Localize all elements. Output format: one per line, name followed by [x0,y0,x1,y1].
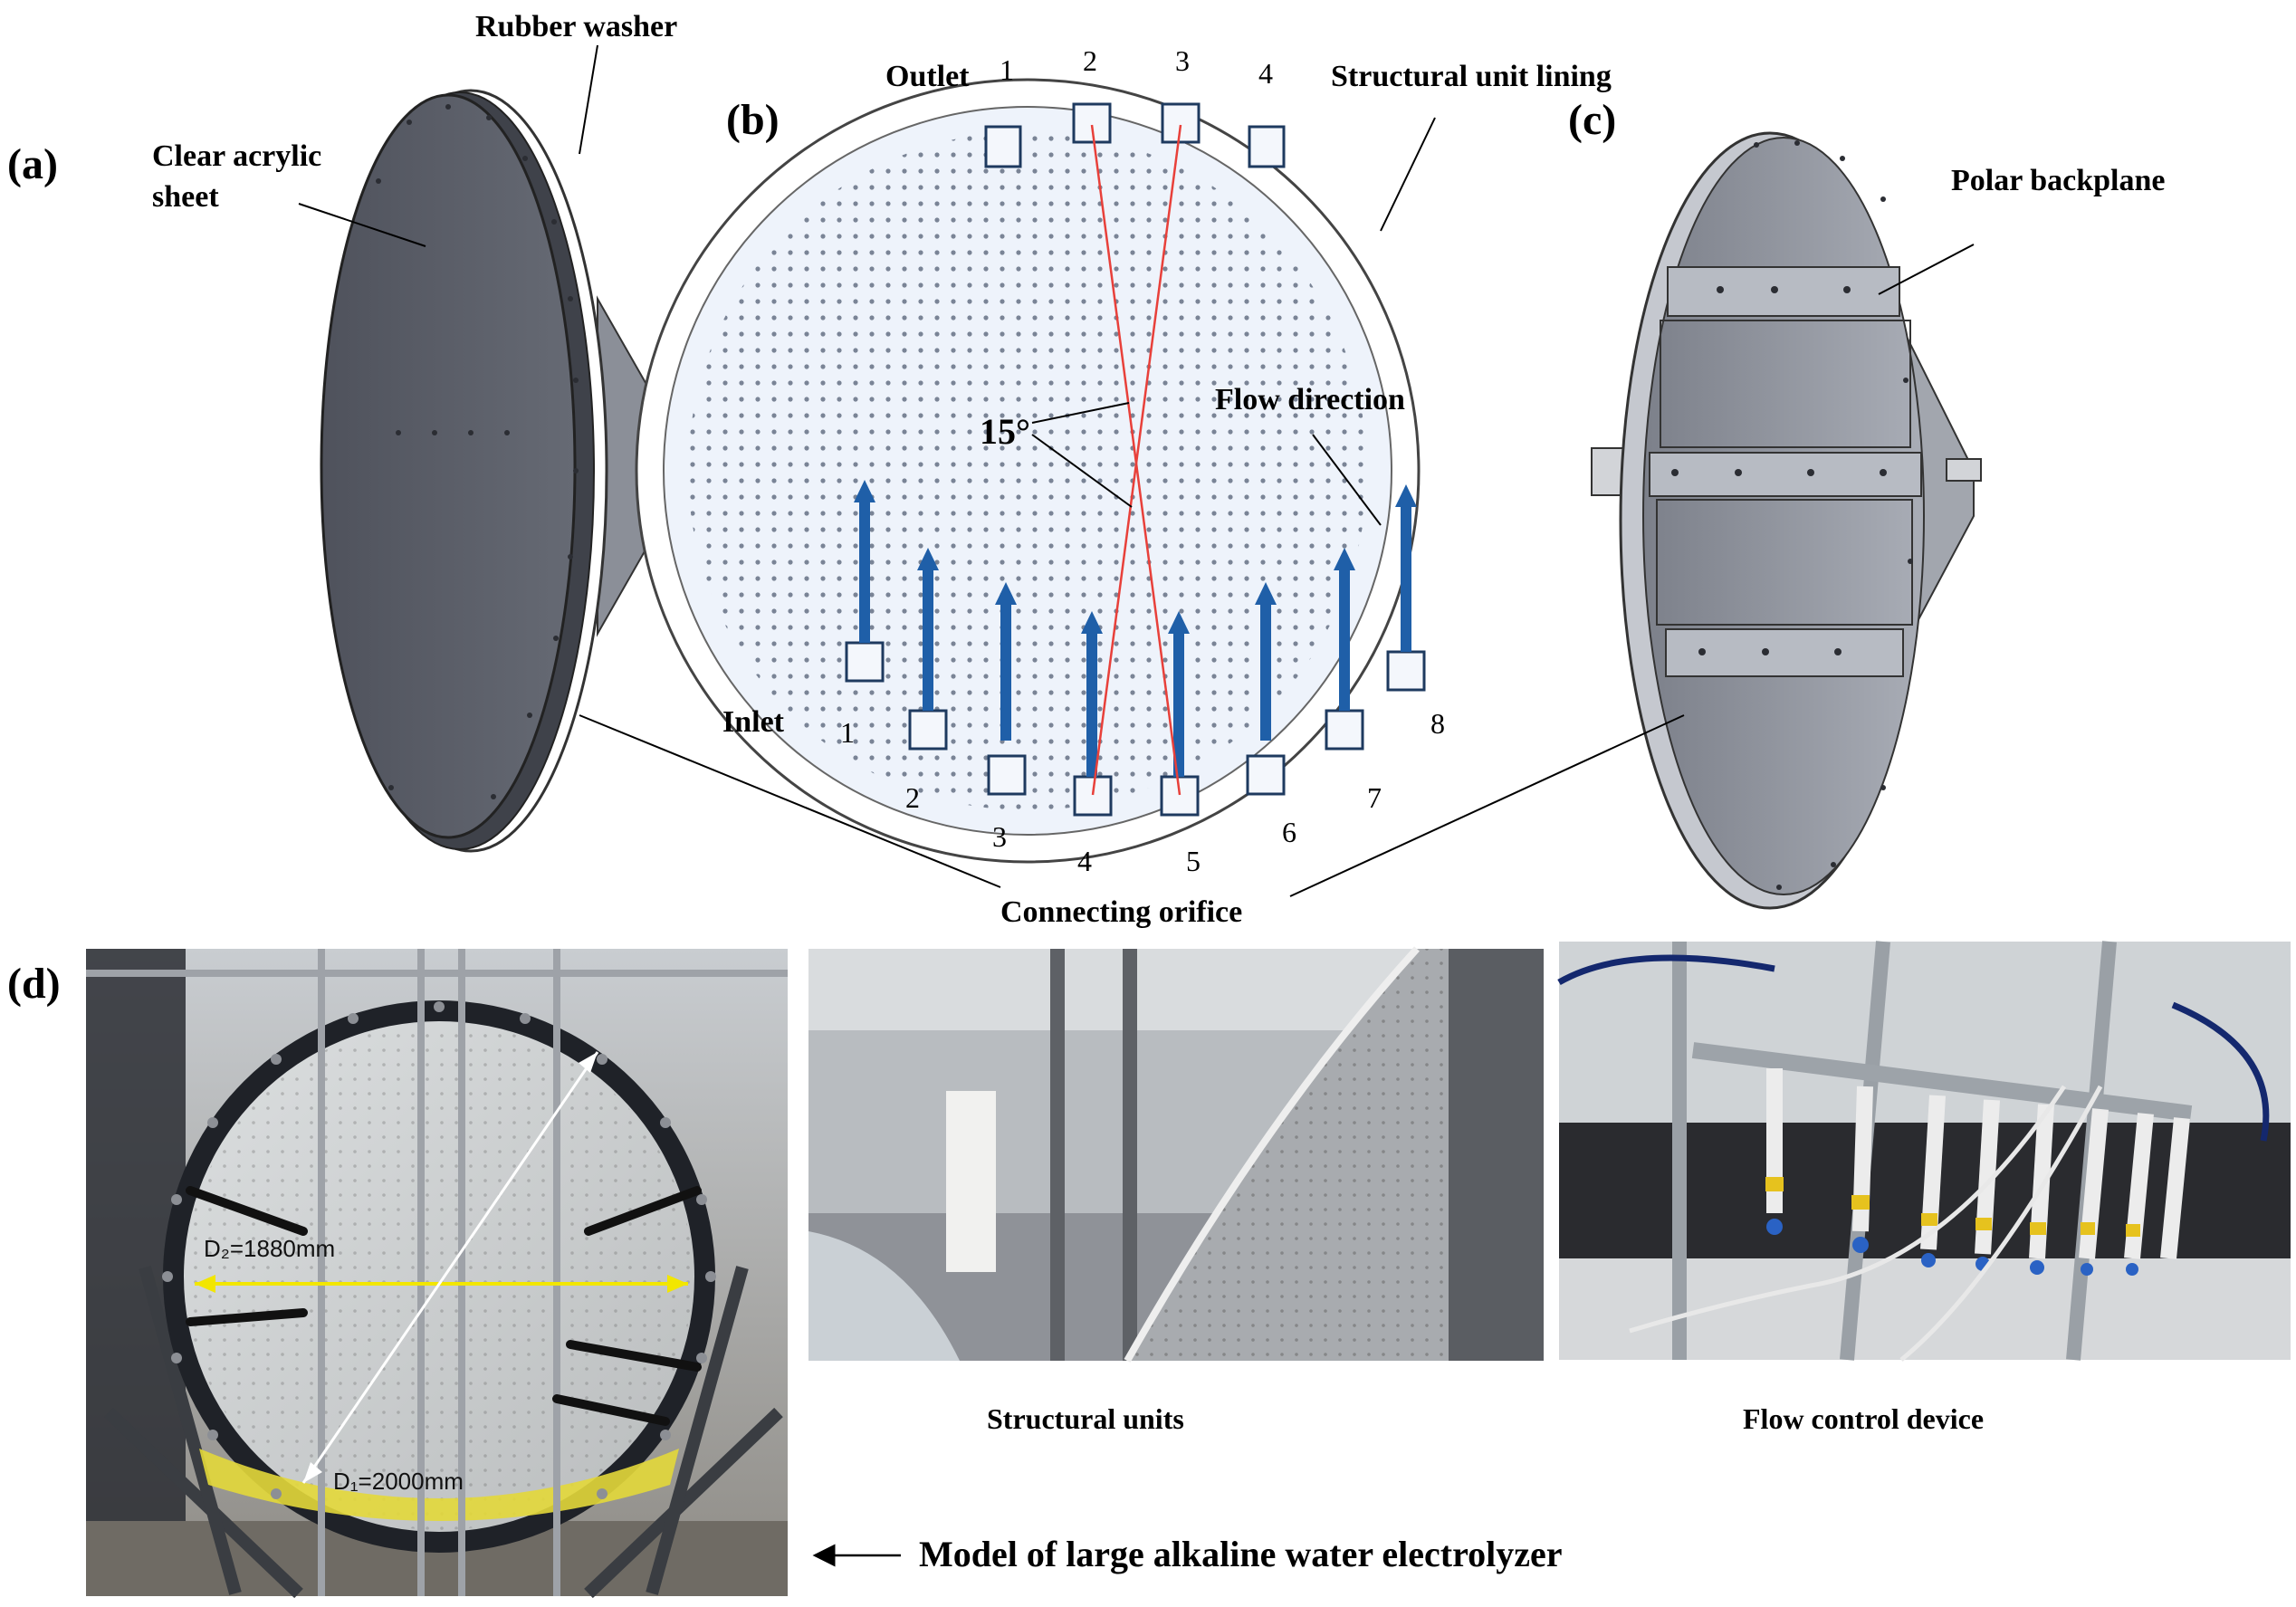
outlet-num-4: 4 [1258,57,1273,90]
inlet-num-3: 3 [992,820,1007,853]
rubber-washer-leader [579,44,598,155]
inlet-num-4: 4 [1077,845,1092,877]
orifice-leader-left [579,714,1001,888]
structural-units-caption: Structural units [987,1402,1184,1435]
manifold-bar [1691,1042,2193,1122]
acrylic-leader [298,203,426,247]
clear-acrylic-sheet [320,93,577,839]
dot-pattern [688,131,1367,810]
panel-d-tag: (d) [7,960,61,1008]
outlet-label: Outlet [885,60,970,93]
panel-a: (a) Rubber washer Clear acrylic sheet [7,10,689,853]
lining-leader [1380,117,1436,232]
inlet-num-6: 6 [1282,816,1296,848]
inlet-label: Inlet [722,705,785,739]
panel-b: (b) [635,44,1612,877]
polar-backplane-leader [1878,244,1975,295]
panel-c: (c) Polar backplane [1568,96,2165,910]
acrylic-label-line2: sheet [152,180,219,214]
connecting-orifice: Connecting orifice [579,714,1685,929]
angle-leader-top [1031,402,1130,424]
flow-control-caption: Flow control device [1743,1402,1984,1435]
d1-measure-line [301,1051,599,1484]
panel-c-tag: (c) [1568,96,1616,144]
angle-lines [1090,124,1182,796]
d1-label: D₁=2000mm [333,1468,464,1495]
d2-label: D₂=1880mm [204,1235,335,1262]
bolt-holes-a [376,104,579,799]
inlet-boxes [845,641,1426,817]
model-caption: Model of large alkaline water electrolyz… [919,1534,1563,1574]
acrylic-label-line1: Clear acrylic [152,139,321,173]
polar-backplane [1642,137,1925,895]
angle-label: 15° [980,411,1030,452]
photo-flow-control [1557,941,2291,1362]
inlet-num-2: 2 [905,781,920,814]
inlet-num-5: 5 [1186,845,1201,877]
photo-structural-units [808,946,1544,1363]
outlet-num-2: 2 [1083,44,1097,77]
inlet-num-1: 1 [840,716,855,749]
connecting-orifice-label: Connecting orifice [1000,895,1242,929]
inlet-num-7: 7 [1367,781,1382,814]
flow-direction-leader [1312,434,1382,526]
panel-a-tag: (a) [7,140,58,188]
inlet-num-8: 8 [1430,707,1445,740]
backplane-bars [1649,266,1922,677]
outlet-num-1: 1 [1000,53,1014,86]
outlet-num-3: 3 [1175,44,1190,77]
angle-leader-bottom [1031,434,1133,508]
flow-arrows [854,480,1417,777]
flow-direction-label: Flow direction [1215,383,1405,416]
bolt-holes-c [1671,140,1913,890]
flow-meters [1765,1068,2190,1276]
panel-d: (d) [7,941,2291,1599]
polar-backplane-label: Polar backplane [1951,164,2165,197]
lining-label: Structural unit lining [1331,60,1612,93]
outlet-boxes [984,102,1286,168]
plate-c-right-lug [1946,458,1982,482]
photo-electrolyzer: D₂=1880mm D₁=2000mm [86,949,788,1599]
rubber-washer-label: Rubber washer [475,10,677,43]
orifice-leader-right [1289,714,1685,897]
panel-b-tag: (b) [726,96,780,144]
